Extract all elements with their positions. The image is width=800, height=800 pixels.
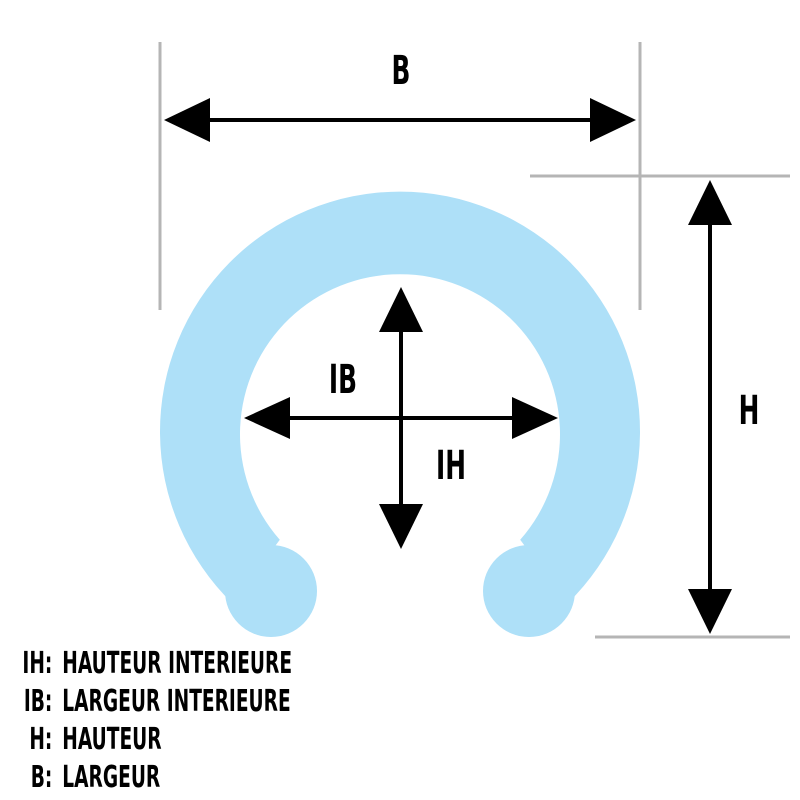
legend-item-b: B: LARGEUR (4, 759, 292, 797)
legend-colon: : (44, 646, 53, 681)
legend-key: H (29, 722, 45, 757)
legend-item-ib: IB: LARGEUR INTERIEURE (4, 683, 292, 721)
ring-end-ball-right (483, 545, 575, 637)
label-h: H (739, 387, 760, 434)
dimension-b-arrow (164, 98, 636, 142)
legend-key: IB (23, 684, 45, 719)
ring-end-ball-left (225, 545, 317, 637)
legend-item-h: H: HAUTEUR (4, 721, 292, 759)
dimension-ih-arrow (379, 287, 423, 549)
legend-key: IH (22, 646, 45, 681)
legend-colon: : (44, 684, 53, 719)
legend-text: LARGEUR (62, 760, 161, 795)
dimension-h-arrow (688, 180, 732, 634)
legend-text: HAUTEUR (62, 722, 162, 757)
legend: IH: HAUTEUR INTERIEURE IB: LARGEUR INTERIE… (4, 645, 292, 797)
horseshoe-ring (160, 191, 640, 604)
label-ib: IB (329, 356, 357, 403)
legend-key: B (30, 760, 45, 795)
legend-colon: : (44, 722, 53, 757)
label-b: B (392, 47, 411, 94)
label-ih: IH (436, 442, 466, 489)
legend-item-ih: IH: HAUTEUR INTERIEURE (4, 645, 292, 683)
legend-text: LARGEUR INTERIEURE (62, 684, 291, 719)
legend-text: HAUTEUR INTERIEURE (62, 646, 293, 681)
legend-colon: : (44, 760, 53, 795)
